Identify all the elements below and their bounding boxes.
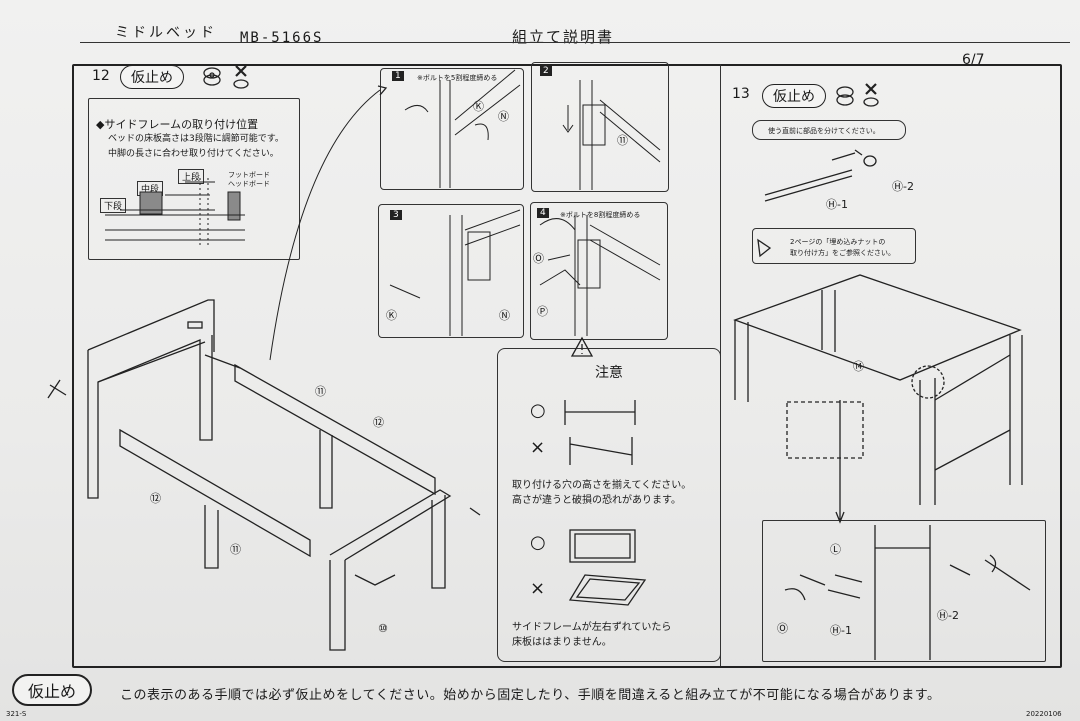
side-frame-position-panel	[88, 98, 300, 260]
step-13-detail-panel	[762, 520, 1046, 662]
frame-part-10: ⑩	[378, 622, 388, 635]
sub-step-3-panel	[378, 204, 524, 338]
part-n-label: Ⓝ	[498, 110, 509, 123]
ok-mark-1: ○	[530, 400, 546, 421]
part-o-label: Ⓞ	[533, 252, 544, 265]
part-k-label: Ⓚ	[473, 100, 484, 113]
step-12-badge: 仮止め	[120, 65, 184, 89]
caution-text-3: サイドフレームが左右ずれていたら	[512, 622, 672, 633]
sub-step-4-number: 4	[537, 208, 549, 218]
step-12-bolt-icon	[203, 67, 221, 86]
frame-part-11-bottom: ⑪	[230, 543, 241, 556]
caution-text-4: 床板ははまりません。	[512, 637, 612, 648]
step-13-ref-1: 2ページの「埋め込みナットの	[790, 238, 886, 246]
sub-step-1-panel	[380, 68, 524, 190]
caution-art	[564, 336, 647, 606]
sub-step-art	[389, 69, 661, 336]
caution-panel	[497, 348, 721, 662]
model-name: ミドルベッド	[115, 25, 217, 41]
footer-code-right: 20220106	[1026, 710, 1062, 718]
part-n-label-2: Ⓝ	[499, 309, 510, 322]
step-13-art	[733, 83, 1031, 660]
part-p-label: Ⓟ	[537, 305, 548, 318]
part-14-label: ⑭	[853, 360, 864, 373]
footboard-label: フットボード	[228, 171, 270, 179]
frame-part-12-left: ⑫	[150, 492, 161, 505]
sub-step-1-number: 1	[392, 71, 404, 81]
caution-text-2: 高さが違うと破損の恐れがあります。	[512, 495, 681, 506]
step-13-number: 13	[732, 86, 750, 102]
part-h1-label: Ⓗ-1	[826, 198, 848, 211]
side-frame-desc-2: 中脚の長さに合わせ取り付けてください。	[108, 149, 279, 159]
step-13-ref-box	[752, 228, 916, 264]
part-h2-label-2: Ⓗ-2	[937, 609, 959, 622]
sub-step-2-number: 2	[540, 66, 552, 76]
header-rule	[80, 42, 1070, 43]
ng-mark-2: ×	[530, 578, 546, 599]
footer-badge: 仮止め	[12, 674, 93, 706]
footer-text: この表示のある手順では必ず仮止めをしてください。始めから固定したり、手順を間違え…	[120, 688, 941, 703]
sub-step-2-panel	[531, 62, 669, 192]
part-11-label: ⑪	[617, 134, 628, 147]
ok-mark-2: ○	[530, 532, 546, 553]
sub-step-4-panel	[530, 202, 668, 340]
sub-step-3-number: 3	[390, 210, 402, 220]
step-12-number: 12	[92, 68, 110, 84]
frame-part-12-right: ⑫	[373, 416, 384, 429]
ng-mark-1: ×	[530, 437, 546, 458]
side-frame-mini-diagram	[105, 178, 245, 245]
caution-title: 注意	[595, 365, 623, 381]
frame-part-11-top: ⑪	[315, 385, 326, 398]
step-12-washer-x-icon	[233, 65, 249, 89]
caution-text-1: 取り付ける穴の高さを揃えてください。	[512, 480, 692, 491]
part-h1-label-2: Ⓗ-1	[830, 624, 852, 637]
part-h2-label: Ⓗ-2	[892, 180, 914, 193]
level-lower: 下段	[100, 198, 127, 213]
headboard-label: ヘッドボード	[228, 180, 270, 188]
part-l-label: Ⓛ	[830, 543, 841, 556]
footer-code-left: 321-S	[6, 710, 27, 718]
part-o-label-2: Ⓞ	[777, 622, 788, 635]
step-13-ref-2: 取り付け方」をご参照ください。	[790, 249, 895, 257]
level-upper: 上段	[178, 169, 205, 184]
part-k-label-2: Ⓚ	[386, 309, 397, 322]
document-title: 組立て説明書	[512, 28, 615, 46]
side-frame-title: ◆サイドフレームの取り付け位置	[96, 118, 259, 131]
sub-step-1-note: ※ボルトを5割程度締める	[417, 74, 498, 82]
content-frame	[72, 64, 1062, 668]
step-13-note-box	[752, 120, 906, 140]
bed-frame-drawing	[47, 85, 481, 651]
sub-step-4-note: ※ボルトを8割程度締める	[560, 211, 641, 219]
step-13-badge: 仮止め	[762, 84, 826, 108]
step-13-note: 使う直前に部品を分けてください。	[768, 127, 880, 135]
side-frame-desc-1: ベッドの床板高さは3段階に調節可能です。	[108, 134, 284, 144]
